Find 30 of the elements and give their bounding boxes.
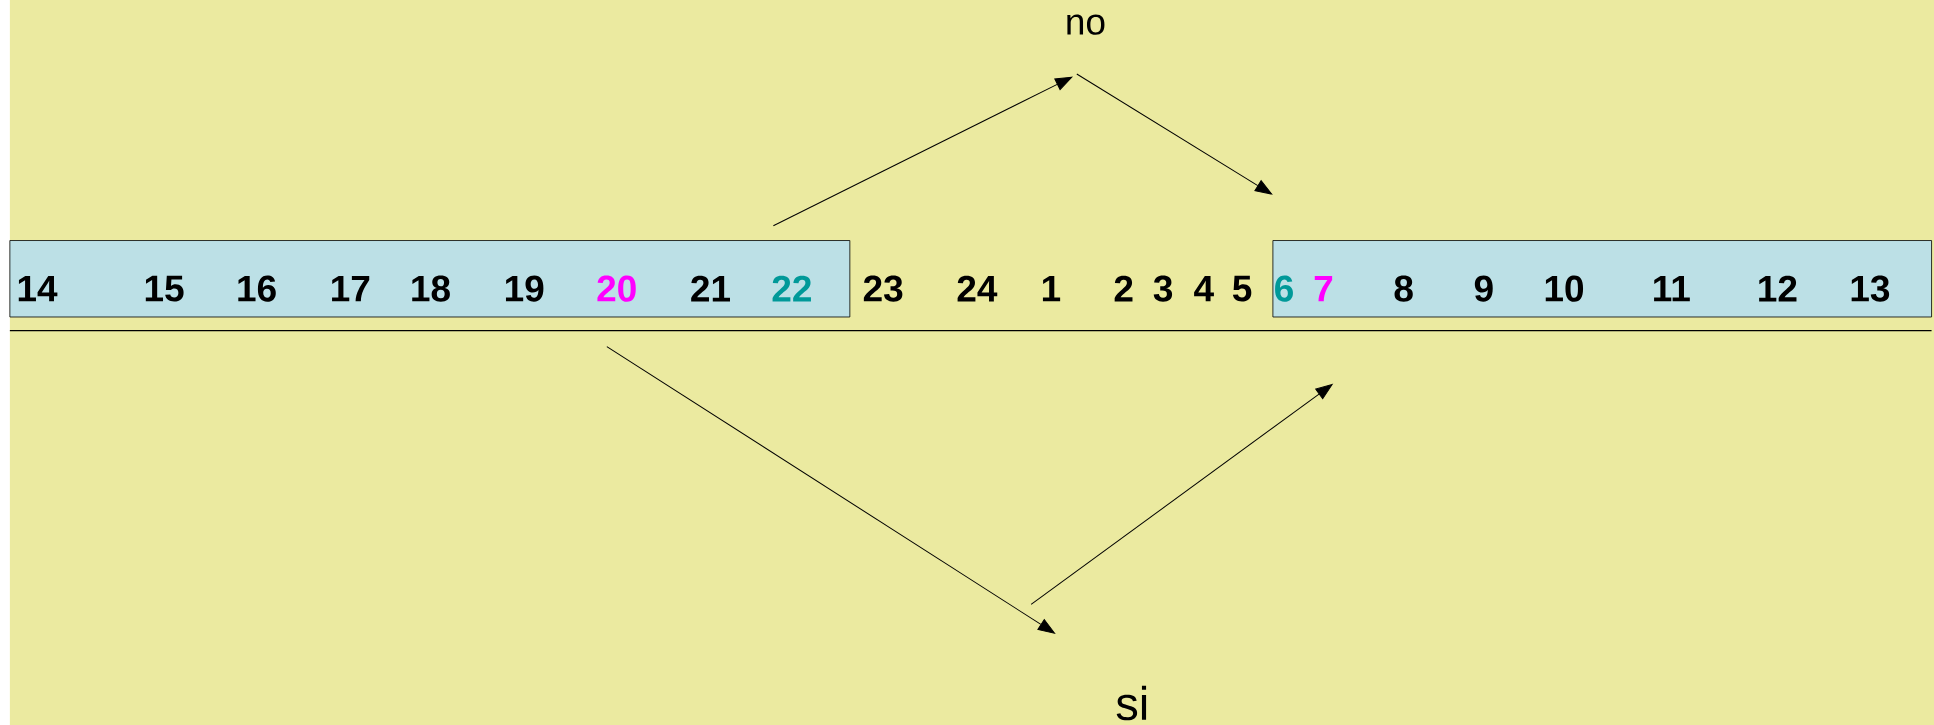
arrow xyxy=(1030,383,1333,605)
number-label: 11 xyxy=(1654,275,1690,302)
number-label: 22 xyxy=(772,275,811,302)
arrow xyxy=(606,345,1056,634)
number-label: 12 xyxy=(1759,275,1797,302)
number-label: 7 xyxy=(1314,275,1333,302)
number-box xyxy=(9,240,851,318)
answer-text: si xyxy=(1116,685,1147,721)
number-label: 9 xyxy=(1474,275,1493,302)
number-label: 13 xyxy=(1851,275,1890,302)
number-label: 16 xyxy=(238,275,276,302)
number-label: 14 xyxy=(18,275,58,302)
number-label: 24 xyxy=(957,275,998,302)
number-label: 17 xyxy=(332,275,370,302)
number-label: 4 xyxy=(1194,275,1214,302)
answer-text: no xyxy=(1067,14,1105,35)
number-label: 20 xyxy=(597,275,636,302)
number-box xyxy=(1272,240,1932,318)
arrow xyxy=(772,76,1073,227)
arrow xyxy=(1076,73,1273,195)
number-label: 10 xyxy=(1545,275,1584,302)
number-label: 19 xyxy=(505,275,544,302)
number-label: 3 xyxy=(1153,275,1173,302)
number-label: 18 xyxy=(412,275,450,302)
number-label: 21 xyxy=(691,275,730,302)
number-label: 1 xyxy=(1042,275,1061,302)
number-label: 6 xyxy=(1275,275,1293,302)
number-label: 8 xyxy=(1394,275,1413,302)
number-label: 15 xyxy=(145,275,184,302)
number-label: 2 xyxy=(1114,275,1133,302)
